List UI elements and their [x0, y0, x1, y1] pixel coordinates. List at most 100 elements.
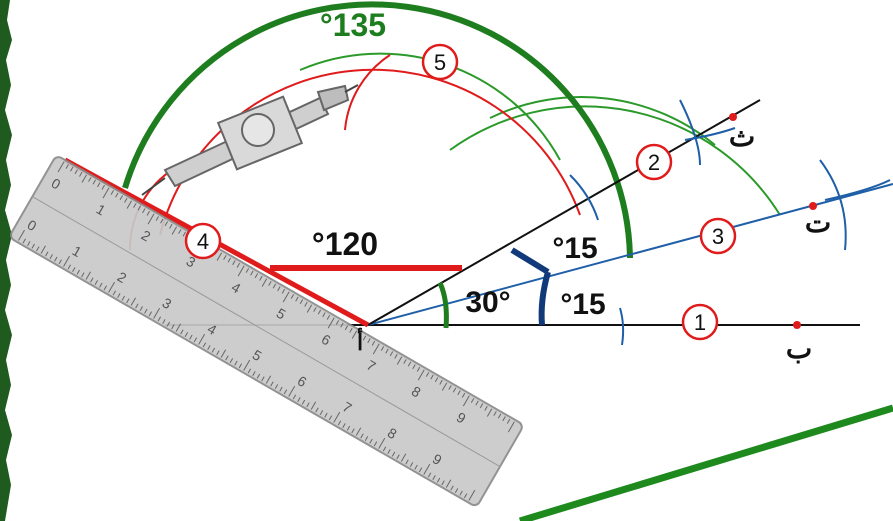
ruler-tick [468, 489, 476, 501]
ruler-tick [110, 190, 114, 195]
ruler-tick [70, 166, 74, 172]
ruler-tick [58, 259, 62, 265]
ruler-tick [238, 363, 243, 369]
ruler-tick [234, 360, 238, 366]
ruler-tick [178, 229, 182, 234]
ruler-tick [164, 221, 169, 227]
ruler-tick [367, 338, 371, 344]
label-120: °120 [312, 226, 378, 262]
ruler-tick [396, 356, 403, 365]
ruler-tick [193, 337, 198, 343]
ruler-tick [279, 386, 283, 392]
ruler-tick [272, 283, 277, 289]
ruler-tick [144, 308, 148, 314]
ruler-tick [313, 307, 317, 312]
ruler-tick [281, 288, 286, 294]
ruler-tick [493, 411, 497, 416]
ruler-tick [328, 415, 333, 421]
ruler-tick [416, 366, 421, 372]
ruler-tick [403, 359, 407, 364]
ruler-tick [427, 472, 432, 478]
ruler-tick [270, 381, 274, 387]
step-2-marker: 2 [635, 143, 673, 181]
ruler-tick [142, 208, 146, 214]
ruler-tick [439, 379, 443, 385]
ruler-tick [457, 390, 461, 396]
ruler-tick [112, 290, 117, 296]
ruler-tick [139, 306, 144, 311]
ruler-tick [259, 275, 263, 281]
ruler-tick [207, 345, 211, 350]
label-point-tha: ث [729, 121, 755, 152]
ruler-tick [124, 197, 128, 203]
ruler-tick [147, 213, 155, 225]
ruler-tick [344, 325, 349, 331]
step-1-marker: 1 [681, 303, 719, 341]
ruler-tick [274, 384, 279, 389]
ruler-tick [346, 425, 351, 431]
ruler-tick [470, 398, 475, 403]
ruler-tick [400, 453, 407, 462]
ruler-tick [256, 373, 261, 379]
ruler-tick [317, 309, 322, 315]
point-th [729, 113, 737, 121]
ruler-tick [461, 392, 466, 398]
ruler-tick [297, 397, 301, 402]
ruler-tick [326, 314, 331, 320]
ruler-tick [198, 333, 206, 345]
ruler-tick [135, 303, 139, 309]
ruler-tick [99, 282, 103, 288]
ruler-tick [146, 210, 150, 216]
ruler-tick [223, 255, 227, 260]
ruler-tick [65, 164, 69, 169]
step-5-marker: 5 [421, 43, 459, 81]
ruler-tick [236, 262, 241, 268]
label-15-top: °15 [552, 232, 597, 265]
ruler-tick [153, 307, 161, 319]
label-15-bottom: °15 [560, 288, 605, 321]
ruler-tick [333, 411, 341, 423]
step-4-marker: 4 [184, 222, 222, 260]
ruler-tick [97, 182, 101, 188]
blue-construction-marks [569, 99, 891, 346]
ruler-tick [225, 355, 229, 361]
ruler-tick [211, 347, 216, 353]
ruler-tick [304, 301, 308, 307]
point-b [793, 321, 801, 329]
ruler-tick [101, 184, 105, 190]
ruler-tick [237, 265, 245, 277]
compass-icon [141, 84, 359, 196]
ruler-tick [310, 401, 317, 410]
ruler-tick [282, 291, 290, 303]
ruler-tick [355, 427, 362, 436]
ruler-tick [441, 480, 445, 486]
step-3-label: 3 [712, 224, 724, 249]
ruler-tick [202, 342, 207, 348]
ruler-tick [324, 412, 328, 418]
ruler-tick [382, 446, 387, 452]
ruler-tick [364, 436, 369, 441]
ruler-tick [261, 278, 268, 287]
ruler-tick [102, 187, 110, 199]
ruler-tick [171, 226, 178, 235]
ruler-tick [387, 449, 391, 454]
ruler-tick [103, 285, 107, 291]
ruler-tick [288, 385, 296, 397]
step-1-label: 1 [694, 310, 706, 335]
ruler-tick [243, 359, 251, 371]
ruler-tick [373, 441, 378, 447]
step-4-label: 4 [197, 229, 209, 254]
ruler-tick [385, 348, 389, 354]
ruler-tick [372, 343, 380, 355]
ruler-tick [261, 376, 265, 382]
ruler-tick [216, 350, 220, 356]
ruler-tick [252, 371, 256, 376]
ruler-ticks [18, 161, 515, 501]
ruler-tick [423, 463, 431, 475]
ruler-tick [391, 451, 396, 457]
ruler-tick [360, 433, 364, 439]
ruler-tick [479, 403, 484, 409]
ruler-tick [229, 358, 234, 363]
ruler-tick [306, 402, 310, 408]
ruler-tick [72, 267, 76, 272]
